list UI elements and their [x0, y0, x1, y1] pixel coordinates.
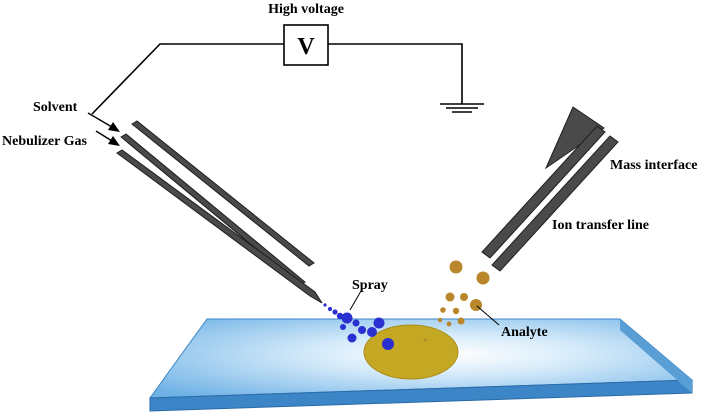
- high-voltage-circuit: [91, 43, 463, 115]
- ion-transfer-tube-lower: [491, 135, 619, 272]
- voltmeter-symbol: V: [297, 34, 315, 60]
- wire-left: [91, 43, 284, 115]
- nebulizer-gas-label: Nebulizer Gas: [2, 134, 87, 149]
- voltmeter-box: [283, 24, 329, 66]
- ground-symbol: [440, 103, 484, 113]
- analyte-label: Analyte: [501, 325, 548, 340]
- analyte-leader-line: [476, 305, 500, 326]
- spray-leader-line: [349, 290, 362, 311]
- sprayer-tube-outer: [131, 120, 315, 267]
- ion-transfer-line-label: Ion transfer line: [552, 218, 649, 233]
- sprayer-tube-middle: [120, 133, 306, 286]
- sample-spot: [363, 324, 459, 380]
- spray-droplets: [323, 303, 394, 350]
- ion-transfer-tube-upper: [481, 125, 606, 259]
- wire-right: [328, 43, 463, 104]
- mass-interface: [481, 106, 619, 272]
- mass-interface-label: Mass interface: [610, 158, 697, 173]
- spray-label: Spray: [352, 278, 388, 293]
- solvent-label: Solvent: [33, 100, 78, 115]
- sprayer-tubes: [116, 120, 323, 304]
- high-voltage-label: High voltage: [268, 2, 344, 17]
- inlet-arrows: [87, 112, 120, 146]
- sprayer-tube-inner: [116, 149, 323, 304]
- slide-side-edge: [620, 319, 692, 393]
- mass-interface-cone: [544, 106, 605, 170]
